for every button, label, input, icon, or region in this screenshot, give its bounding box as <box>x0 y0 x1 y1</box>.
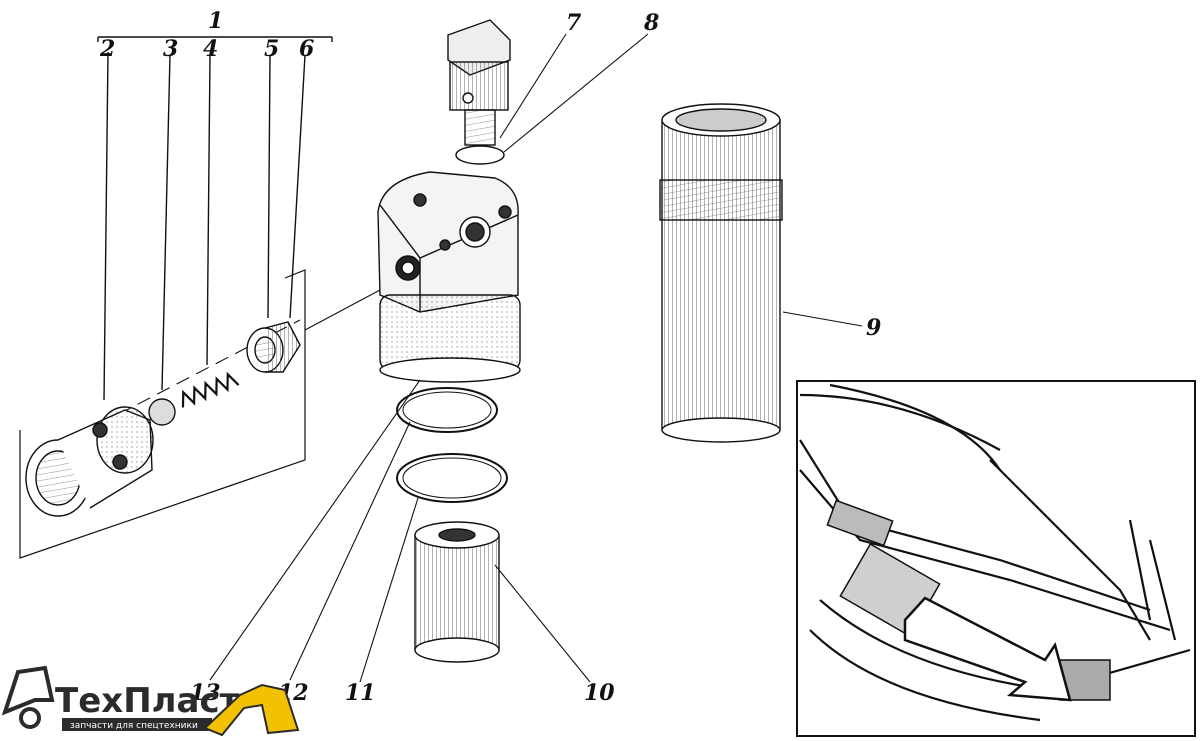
callout-10: 10 <box>584 680 615 706</box>
valve-body-part <box>25 406 154 517</box>
svg-text:ТехПласт: ТехПласт <box>55 681 240 721</box>
callout-11: 11 <box>345 680 376 706</box>
valve-assembly <box>19 36 381 559</box>
callout-8: 8 <box>643 10 659 36</box>
filter-element-part <box>414 521 591 683</box>
sensor-part <box>447 19 567 146</box>
housing-part <box>659 103 863 443</box>
callout-13: 13 <box>190 680 221 706</box>
callout-5: 5 <box>264 36 279 62</box>
o-ring-upper-part <box>289 387 498 681</box>
excavator-arm-icon <box>203 683 300 737</box>
callout-7: 7 <box>566 10 582 36</box>
logo-tagline: запчасти для спецтехники <box>70 721 198 731</box>
o-ring-lower-part <box>359 453 508 683</box>
callout-1: 1 <box>208 8 223 34</box>
callout-9: 9 <box>866 315 881 341</box>
callout-3: 3 <box>163 36 178 62</box>
spring-part <box>181 371 240 408</box>
loader-silhouette-icon <box>1 665 55 716</box>
brand-logo: ТехПласт запчасти для спецтехники <box>1 665 300 737</box>
callout-2: 2 <box>99 36 115 62</box>
direction-arrow-icon <box>903 596 1072 702</box>
logo-name-part1: Тех <box>55 681 123 721</box>
machine-inset <box>796 380 1196 737</box>
nut-part <box>246 321 301 373</box>
callout-6: 6 <box>299 36 314 62</box>
filter-head-part <box>209 171 521 681</box>
callout-4: 4 <box>203 36 218 62</box>
washer-part <box>455 33 649 165</box>
ball-part <box>148 398 176 426</box>
